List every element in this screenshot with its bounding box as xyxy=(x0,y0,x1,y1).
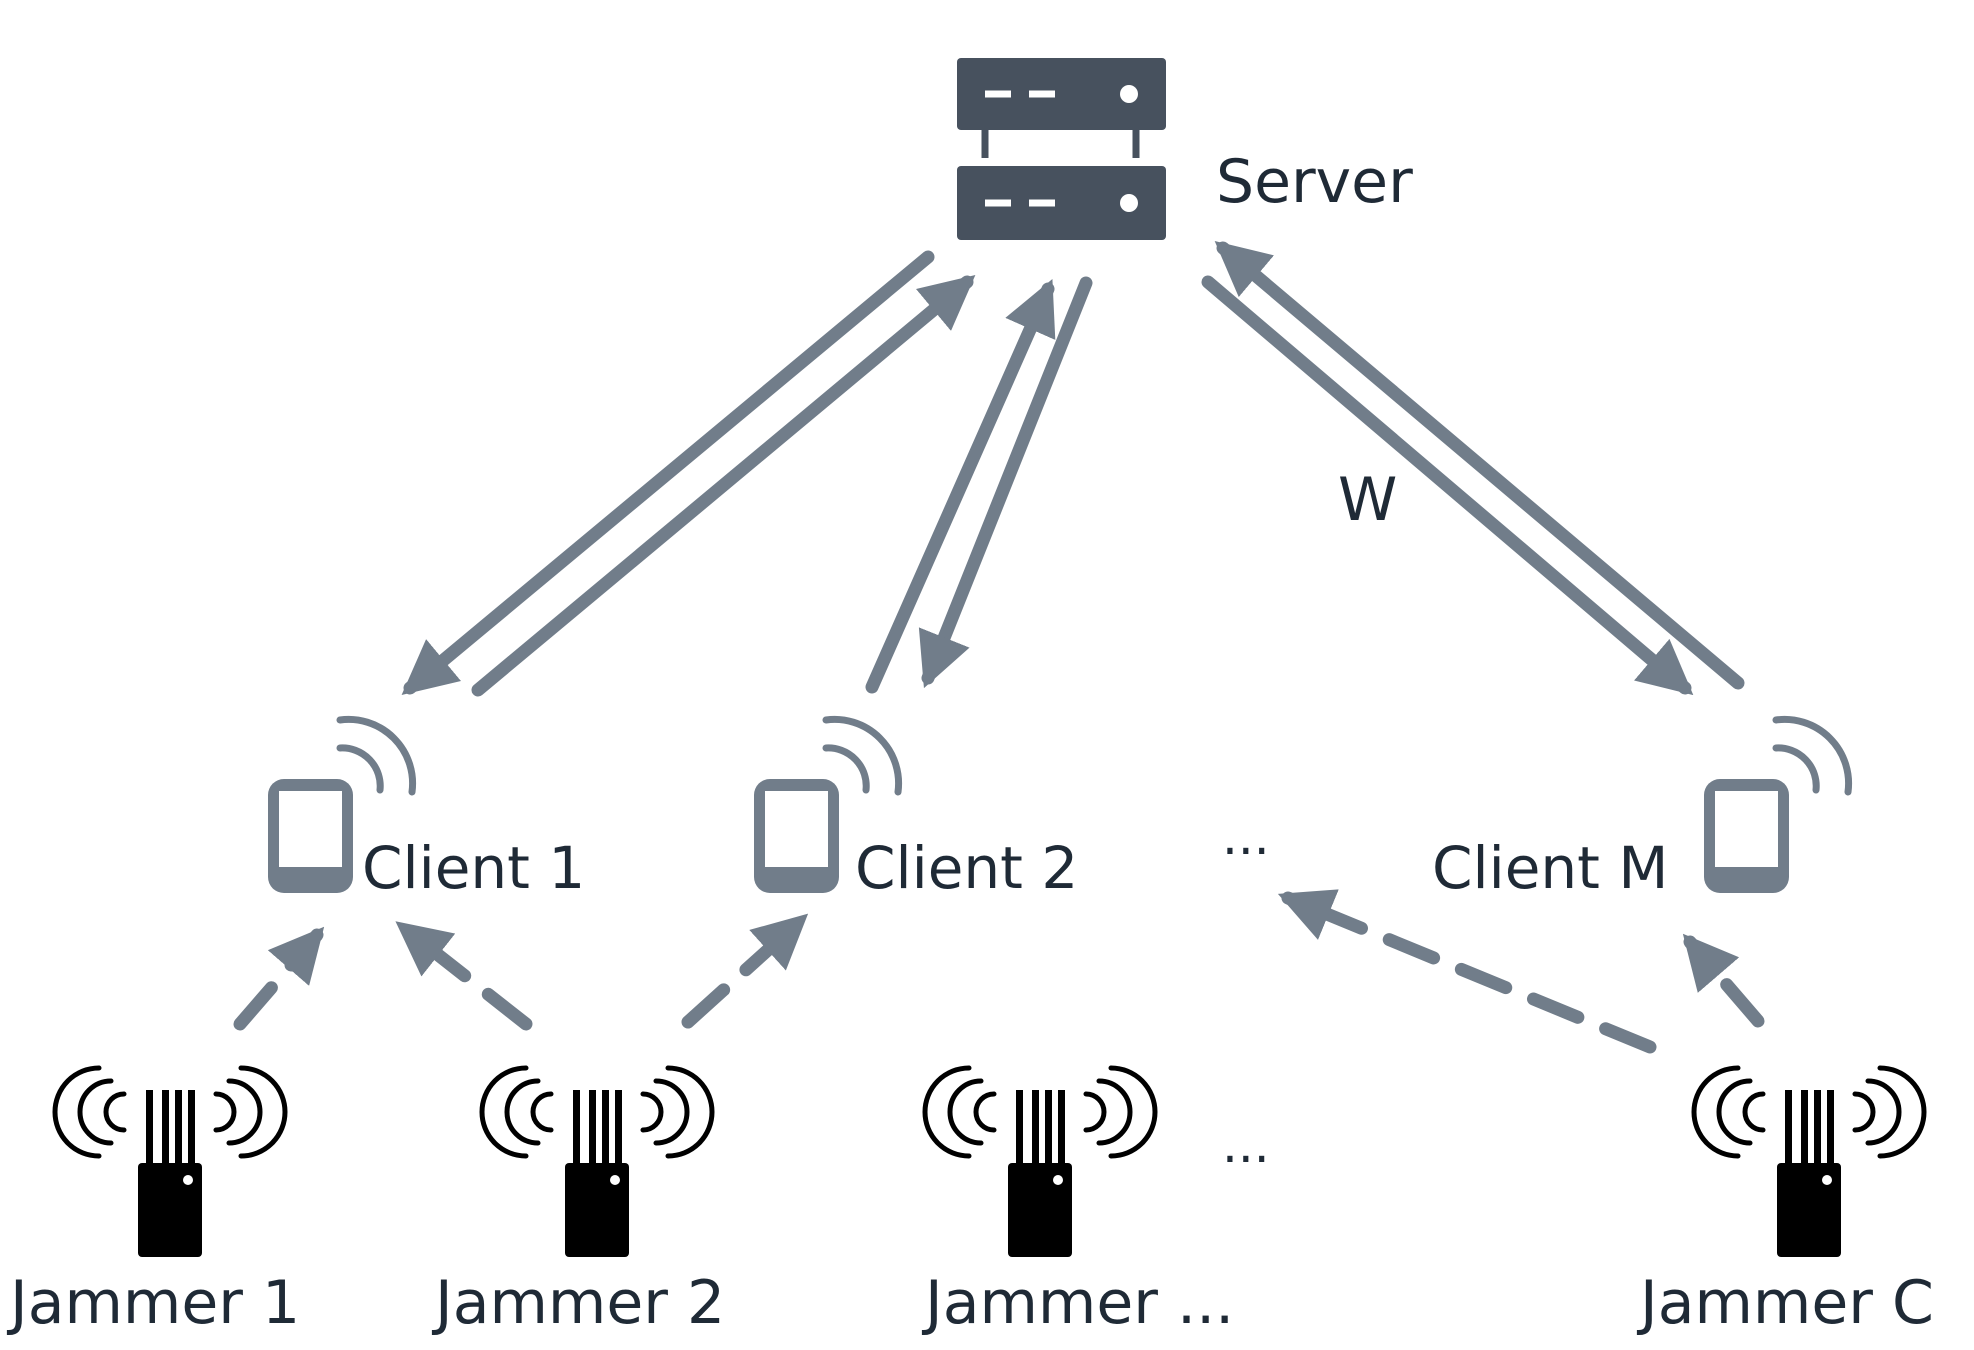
jammer-ellipsis-label: Jammer ... xyxy=(921,1268,1234,1338)
server-label: Server xyxy=(1216,147,1413,217)
signal-waves-icon xyxy=(479,1065,715,1159)
signal-waves-icon xyxy=(1691,1065,1927,1159)
jammer-c-label: Jammer C xyxy=(1636,1268,1934,1338)
downlink-client-2 xyxy=(918,276,1093,689)
wireless-signal-icon xyxy=(336,715,417,796)
jam-link-jc-ellipsis xyxy=(1277,889,1657,1054)
phone-icon xyxy=(268,779,353,893)
jammer-icon xyxy=(1777,1090,1841,1257)
client-m-device xyxy=(1704,715,1853,893)
phone-icon xyxy=(754,779,839,893)
downlink-client-m xyxy=(1201,275,1694,696)
jammers-ellipsis: ... xyxy=(1222,1116,1270,1174)
client-m-label: Client M xyxy=(1432,834,1668,902)
jammer-icon xyxy=(565,1090,629,1257)
server-icon xyxy=(957,58,1166,240)
clients-ellipsis: ... xyxy=(1222,808,1270,866)
wireless-signal-icon xyxy=(1772,715,1853,796)
client-2-device xyxy=(754,715,903,893)
jammer-icon xyxy=(1008,1090,1072,1257)
jam-link-jc-cm xyxy=(1682,933,1765,1028)
jamming-links xyxy=(233,889,1765,1054)
server-client-links xyxy=(401,240,1745,697)
phone-icon xyxy=(1704,779,1789,893)
jammer-ellipsis-device xyxy=(922,1065,1158,1257)
jammer-1-label: Jammer 1 xyxy=(6,1268,300,1338)
link-label-w: W xyxy=(1338,465,1397,535)
wireless-signal-icon xyxy=(822,715,903,796)
jammer-2-label: Jammer 2 xyxy=(431,1268,725,1338)
jammer-c-device xyxy=(1691,1065,1927,1257)
signal-waves-icon xyxy=(52,1065,288,1159)
uplink-client-m xyxy=(1214,240,1745,690)
jammer-1-device xyxy=(52,1065,288,1257)
client-1-label: Client 1 xyxy=(362,834,585,902)
jam-link-j2-c1 xyxy=(395,921,533,1031)
downlink-client-1 xyxy=(401,250,935,695)
jammer-icon xyxy=(138,1090,202,1257)
jammer-2-device xyxy=(479,1065,715,1257)
client-1-device xyxy=(268,715,417,893)
jam-link-j2-c2 xyxy=(681,913,809,1029)
signal-waves-icon xyxy=(922,1065,1158,1159)
uplink-client-2 xyxy=(865,279,1056,694)
client-2-label: Client 2 xyxy=(855,834,1078,902)
jam-link-j1-c1 xyxy=(233,926,325,1031)
uplink-client-1 xyxy=(471,275,976,697)
